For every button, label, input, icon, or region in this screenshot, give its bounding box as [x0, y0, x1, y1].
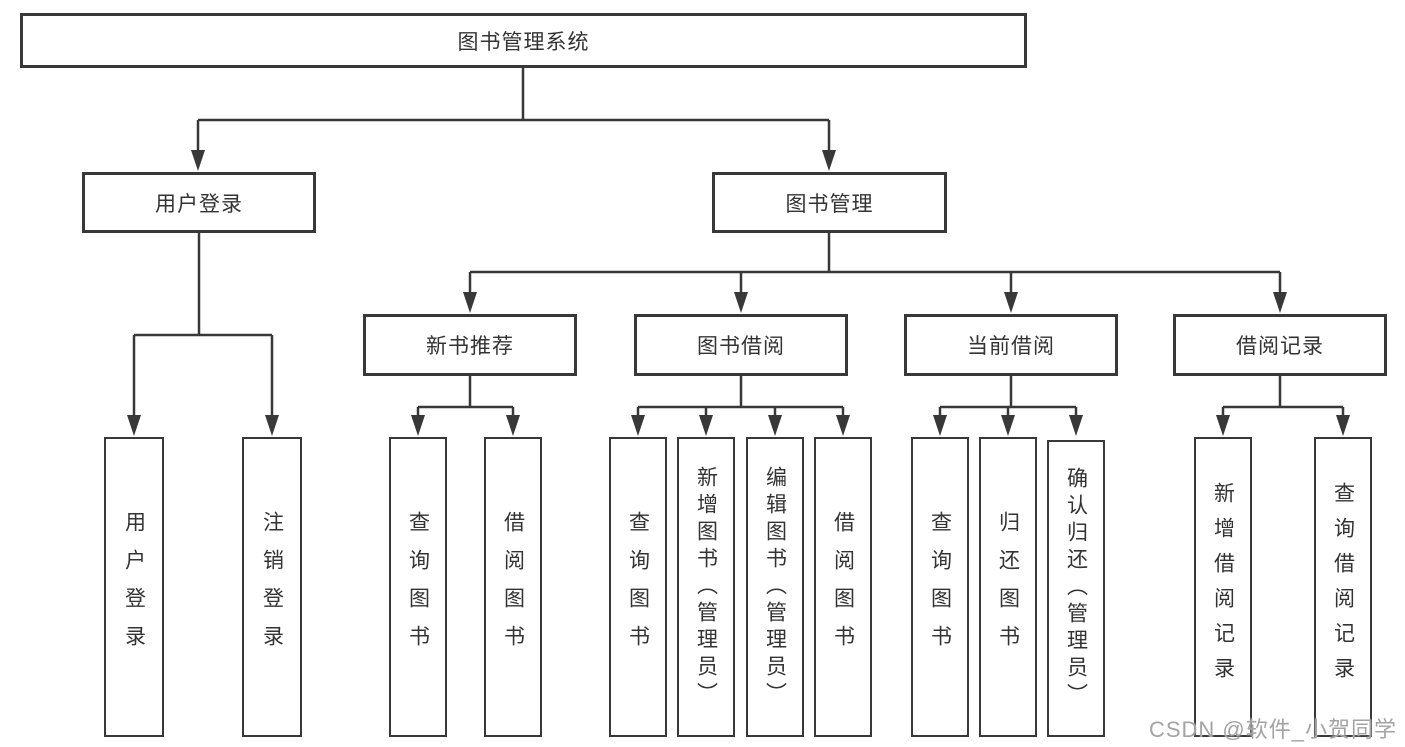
leaf-records-query-record: 查询借阅记录 — [1314, 437, 1372, 737]
leaf-borrow-query-books: 查询图书 — [609, 437, 667, 737]
arrowhead — [631, 415, 645, 436]
arrowhead — [127, 415, 141, 436]
leaf-newbook-query-books: 查询图书 — [389, 437, 447, 737]
leaf-records-add-record: 新增借阅记录 — [1194, 437, 1252, 737]
leaf-label: 借阅图书 — [501, 511, 525, 663]
csdn-watermark: CSDN @软件_小贺同学 — [1148, 717, 1397, 742]
leaf-label: 归还图书 — [996, 511, 1020, 663]
leaf-label: 查询图书 — [406, 511, 430, 663]
leaf-label: 新增借阅记录 — [1211, 482, 1235, 692]
arrowhead — [1336, 415, 1350, 436]
leaf-current-return-books: 归还图书 — [979, 437, 1037, 737]
arrowhead — [1216, 415, 1230, 436]
node-borrow-records: 借阅记录 — [1173, 314, 1387, 376]
connector-borrow-records-to-children — [1216, 376, 1350, 436]
leaf-label: 借阅图书 — [831, 511, 855, 663]
arrowhead — [1273, 292, 1287, 313]
connector-new-book-recommend-to-children — [411, 376, 520, 436]
arrowhead — [1004, 292, 1018, 313]
arrowhead — [836, 415, 850, 436]
connector-current-borrow-to-children — [933, 376, 1083, 436]
leaf-logout-login: 注销登录 — [242, 437, 302, 737]
node-new-book-recommend: 新书推荐 — [363, 314, 577, 376]
connector-book-management-to-level3 — [463, 233, 1287, 313]
connector-user-login-to-children — [127, 233, 279, 436]
leaf-borrow-borrow-books: 借阅图书 — [814, 437, 872, 737]
leaf-newbook-borrow-books: 借阅图书 — [484, 437, 542, 737]
leaf-label: 注销登录 — [260, 511, 284, 663]
leaf-borrow-edit-books-admin: 编辑图书（管理员） — [746, 437, 804, 737]
arrowhead — [933, 415, 947, 436]
arrowhead — [734, 292, 748, 313]
leaf-label: 查询图书 — [928, 511, 952, 663]
node-system-root: 图书管理系统 — [20, 13, 1027, 68]
leaf-label: 查询借阅记录 — [1331, 482, 1355, 692]
leaf-label: 编辑图书（管理员） — [763, 465, 787, 709]
arrowhead — [506, 415, 520, 436]
node-current-borrow: 当前借阅 — [904, 314, 1118, 376]
connector-root-to-level2 — [191, 68, 836, 171]
node-user-login: 用户登录 — [82, 172, 316, 233]
arrowhead — [768, 415, 782, 436]
leaf-current-confirm-return-admin: 确认归还（管理员） — [1047, 440, 1105, 737]
connector-book-borrow-to-children — [631, 376, 850, 436]
node-book-borrow: 图书借阅 — [634, 314, 848, 376]
leaf-label: 用户登录 — [122, 511, 146, 663]
leaf-current-query-books: 查询图书 — [911, 437, 969, 737]
arrowhead — [699, 415, 713, 436]
arrowhead — [265, 415, 279, 436]
leaf-label: 查询图书 — [626, 511, 650, 663]
leaf-borrow-add-books-admin: 新增图书（管理员） — [677, 437, 735, 737]
arrowhead — [822, 150, 836, 171]
arrowhead — [463, 292, 477, 313]
leaf-label: 确认归还（管理员） — [1064, 467, 1088, 710]
arrowhead — [1001, 415, 1015, 436]
node-book-management: 图书管理 — [712, 172, 947, 233]
arrowhead — [1069, 415, 1083, 436]
arrowhead — [191, 150, 205, 171]
leaf-label: 新增图书（管理员） — [694, 465, 718, 709]
arrowhead — [411, 415, 425, 436]
leaf-user-login: 用户登录 — [104, 437, 164, 737]
